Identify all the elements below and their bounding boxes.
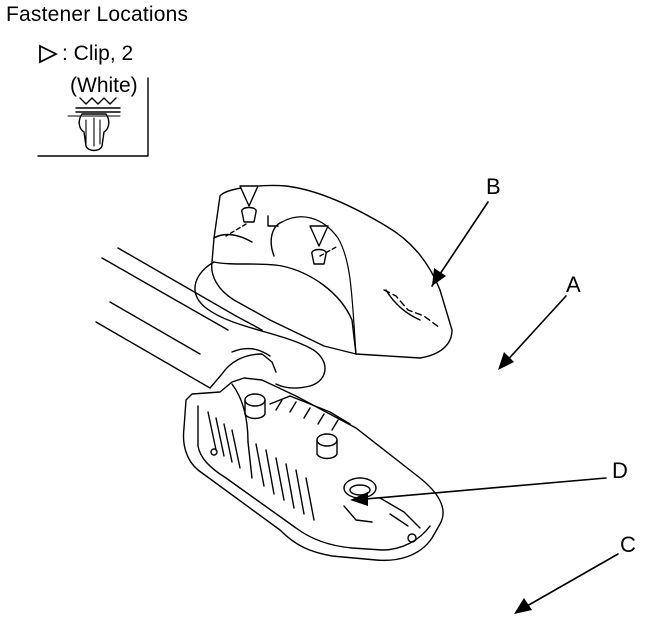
leader-b: [431, 201, 489, 287]
diagram-title: Fastener Locations: [6, 3, 189, 26]
rail-base-foot: [182, 377, 444, 562]
legend-clip-label: : Clip, 2: [62, 42, 134, 65]
wire-harness: [194, 261, 326, 389]
callout-d: D: [612, 458, 628, 483]
arrowhead-b: [432, 268, 446, 286]
arrowhead-c: [514, 598, 532, 614]
roof-rail: [95, 247, 277, 389]
callout-c: C: [620, 532, 636, 557]
triangle-right-outline-icon: [39, 44, 58, 64]
clip-marker-1: [239, 185, 259, 223]
leader-a: [503, 295, 567, 365]
legend-clip: : Clip, 2: [38, 42, 133, 66]
clip-illustration-icon: [67, 97, 121, 152]
arrowhead-d: [350, 492, 368, 506]
clip-marker-2: [309, 225, 329, 265]
arrowhead-a: [498, 352, 514, 370]
clip-inset-frame: [37, 77, 149, 157]
leader-d: [353, 477, 607, 501]
rail-end-cover: [211, 184, 453, 359]
callout-a: A: [566, 272, 581, 297]
callout-b: B: [486, 174, 501, 199]
leader-c: [519, 553, 619, 611]
legend-clip-color: (White): [70, 74, 138, 97]
